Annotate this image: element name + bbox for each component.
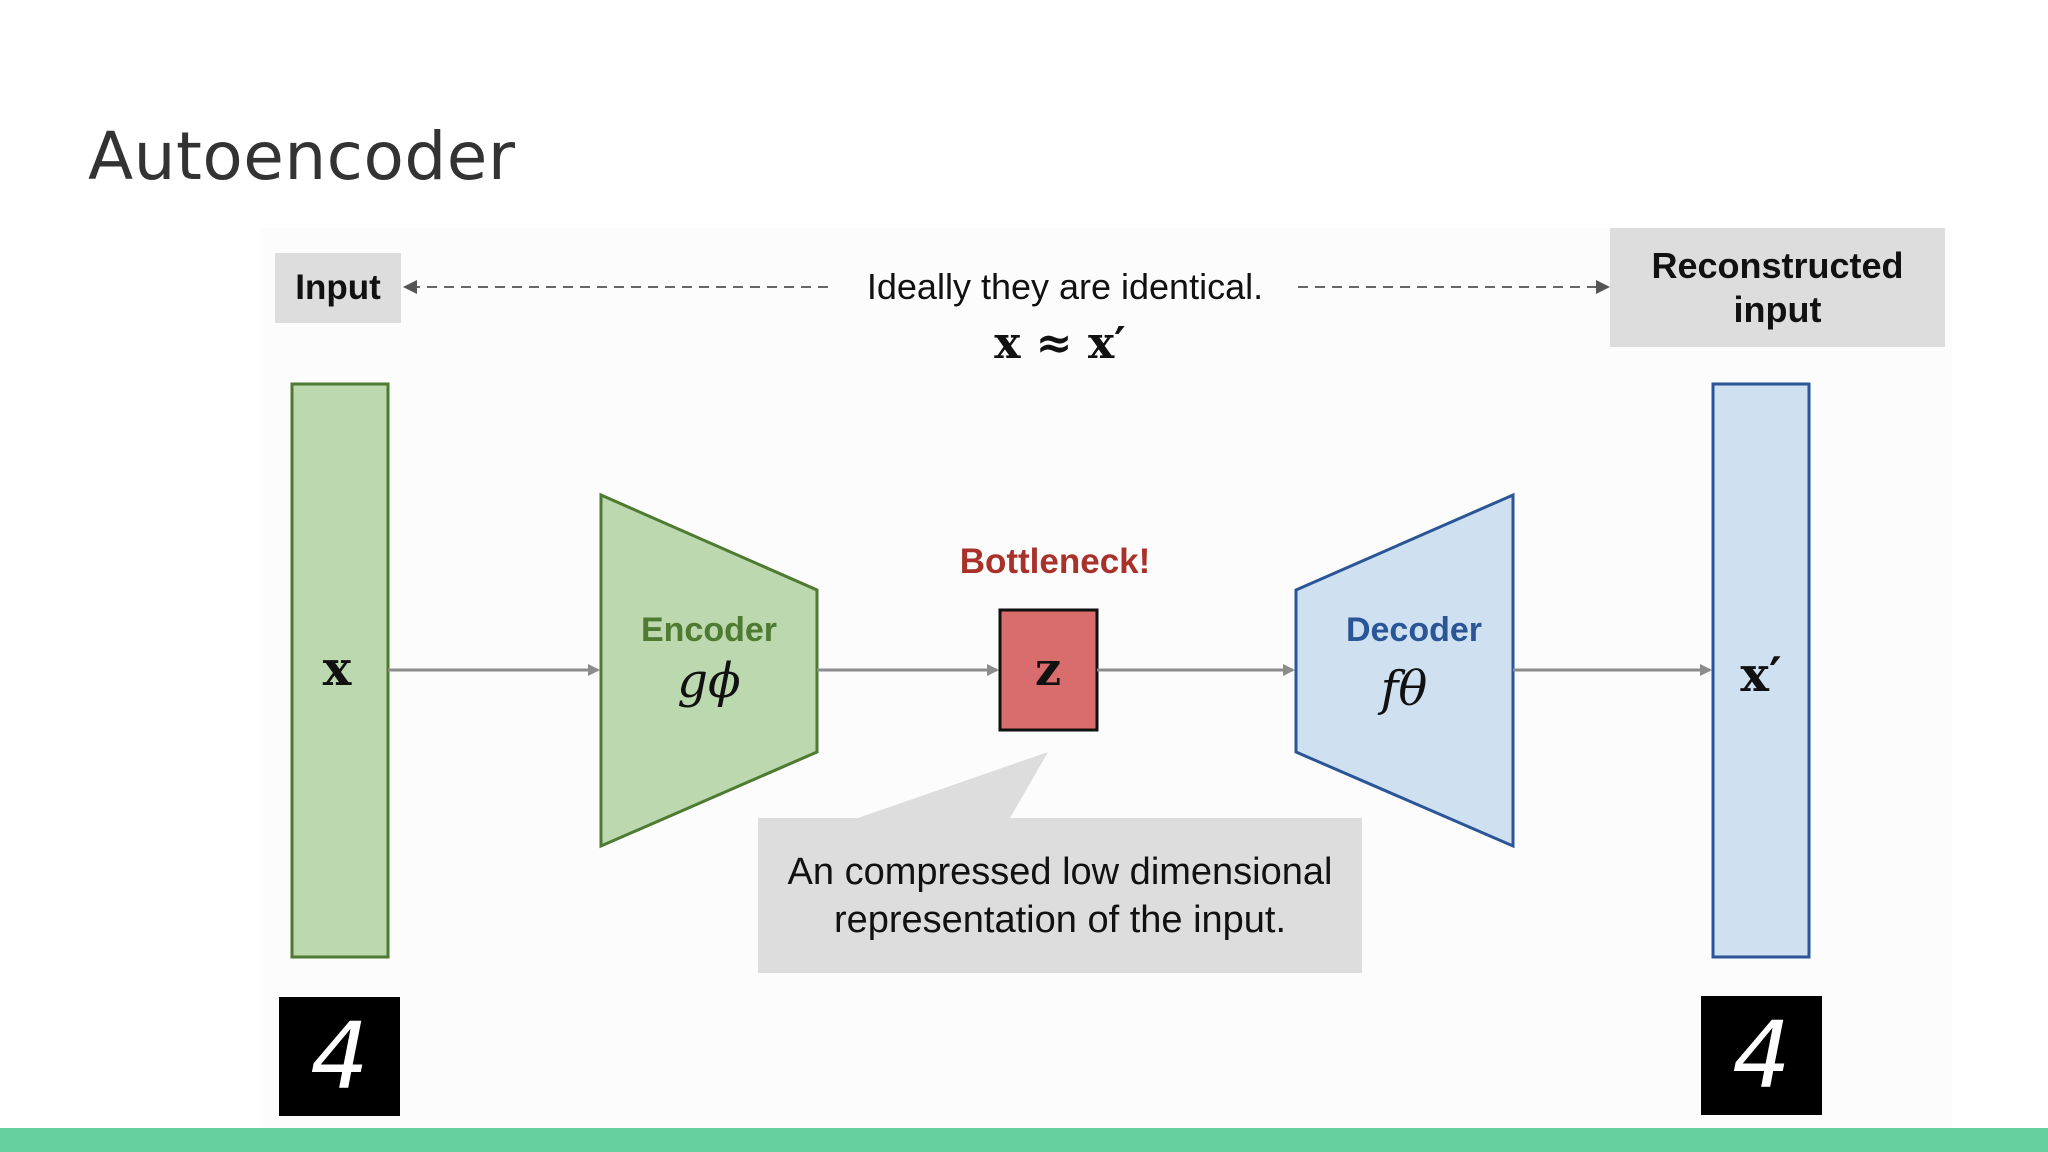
bottleneck-label: Bottleneck! (959, 542, 1151, 581)
reconstructed-input-label: Reconstructed input (1610, 228, 1945, 347)
reconstructed-digit-image: 4 (1701, 996, 1822, 1115)
slide-title: Autoencoder (88, 118, 516, 195)
decoder-label: Decoder (1346, 611, 1482, 649)
decoder-function: fθ (1378, 661, 1428, 717)
bottleneck-z-symbol: z (1035, 642, 1061, 696)
diagram-background (262, 228, 1952, 1128)
decoder-shape (1294, 492, 1515, 849)
input-label-text: Input (295, 268, 381, 307)
identity-formula: x ≈ x′ (994, 318, 1126, 369)
bottleneck-callout: An compressed low dimensional representa… (758, 818, 1362, 973)
reconstructed-digit-glyph: 4 (1732, 1002, 1791, 1109)
footer-accent-bar (0, 1128, 2048, 1152)
bottleneck-callout-text: An compressed low dimensional representa… (787, 850, 1333, 941)
input-digit-glyph: 4 (310, 1003, 369, 1110)
input-digit-image: 4 (279, 997, 400, 1116)
bottleneck-z-box (998, 608, 1099, 732)
encoder-label: Encoder (641, 611, 777, 649)
input-vector-symbol: x (323, 641, 352, 697)
input-label: Input (275, 253, 401, 323)
reconstructed-input-label-text: Reconstructed input (1651, 244, 1904, 330)
encoder-shape (599, 492, 819, 849)
output-vector-bar (1711, 382, 1811, 959)
identical-caption: Ideally they are identical. (866, 266, 1264, 307)
encoder-function: gϕ (677, 653, 740, 709)
output-vector-symbol: x′ (1740, 647, 1781, 703)
callout-pointer (858, 752, 1048, 818)
